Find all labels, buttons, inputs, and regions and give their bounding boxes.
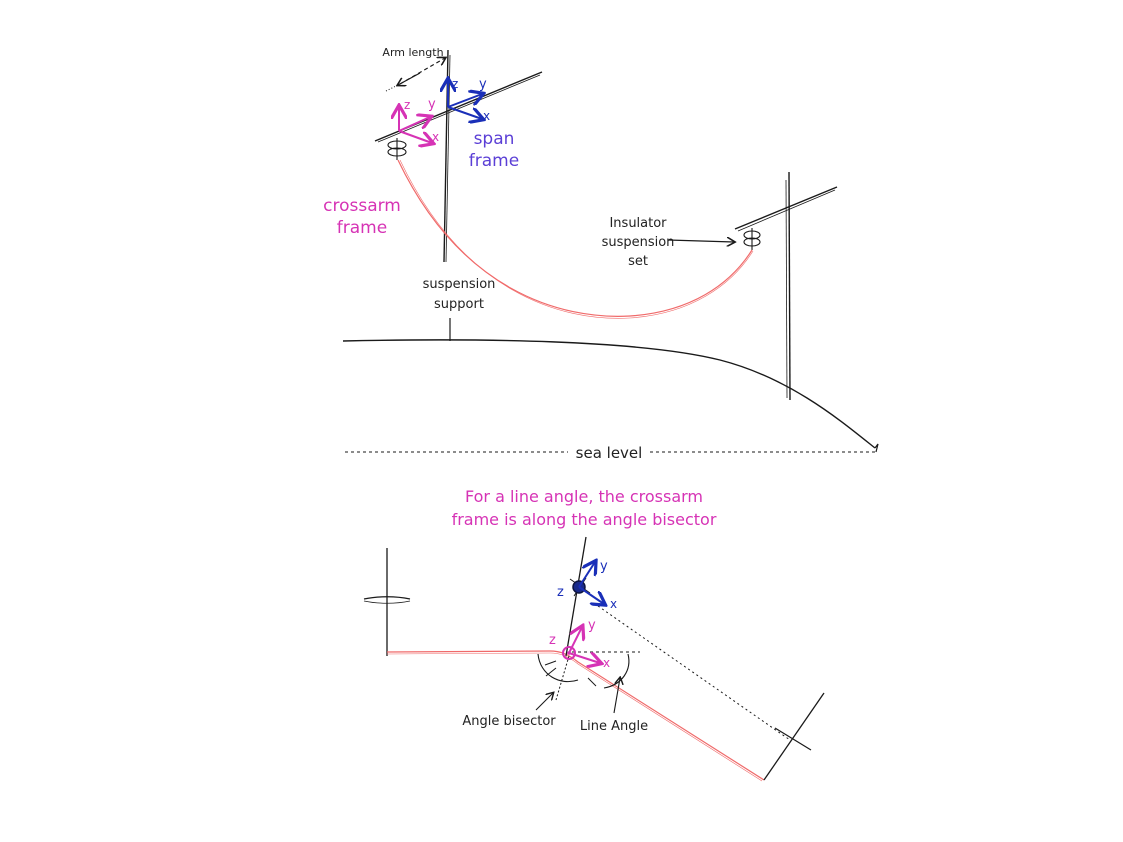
line-angle-label: Line Angle [580,719,648,734]
right-crossarm [734,186,838,230]
right-crossarm-2 [737,189,836,232]
angle-bisector-label: Angle bisector [462,714,556,729]
right-tower-pole-2 [785,179,788,399]
span-x-label: x [483,109,490,123]
span-bottom-x-label: x [610,597,617,611]
span-y-label: y [479,77,487,92]
bisector-arrow [535,693,553,711]
caption-line-1: For a line angle, the crossarm [465,487,703,506]
arm-length-dim-back [398,72,421,85]
insulator-label-3: set [628,254,648,269]
bisector-angle-arc [537,653,579,683]
conductor-span-2 [399,159,754,319]
bottom-conductor [386,650,765,781]
span-frame-label-1: span [474,129,515,149]
arm-length-label: Arm length [382,46,443,59]
caption-line-2: frame is along the angle bisector [452,510,717,529]
span-frame-axes-bottom: y x z [557,559,617,611]
crossarm-bottom-z-label: z [549,633,556,648]
arc-tick-2 [545,667,557,677]
crossarm-z-label: z [404,98,410,112]
suspension-support-label-1: suspension [423,277,496,292]
arc-tick-3 [587,677,597,687]
span-z-label: z [452,77,458,91]
span-bottom-z-label: z [557,585,564,600]
span-frame-axes-top: z y x [448,77,490,123]
sea-level-label: sea level [576,444,643,462]
ground-line [342,339,876,449]
crossarm-x-label: x [432,130,439,144]
bottom-right-arm [774,727,812,751]
span-dotted-line [597,605,791,741]
conductor-span [397,159,753,317]
bottom-right-pole [763,692,825,781]
arc-tick-1 [544,660,557,666]
insulator-label-2: suspension [602,235,675,250]
right-tower-pole [788,171,791,401]
span-bottom-y-label: y [600,559,608,574]
bisector-dashed [555,655,570,701]
ground-end-tick [874,443,879,453]
arm-length-dotted [385,84,399,92]
center-pole-line [565,536,587,657]
line-angle-arc [603,653,630,689]
crossarm-frame-axes-top: z y x [399,97,439,144]
insulator-arrow [667,240,734,242]
crossarm-bottom-x-label: x [603,656,610,670]
bottom-left-arm-2 [363,600,411,604]
crossarm-y-label: y [428,97,436,112]
crossarm-frame-axes-bottom: y x z [549,618,610,670]
crossarm-frame-label-1: crossarm [323,196,401,216]
line-angle-arrow [613,678,620,714]
bottom-left-arm [363,596,411,600]
suspension-support-label-2: support [434,297,484,312]
left-crossarm-2 [377,74,541,143]
bottom-conductor-2 [386,652,763,782]
crossarm-frame-label-2: frame [337,218,387,238]
crossarm-bottom-y-label: y [588,618,596,633]
insulator-label-1: Insulator [609,216,667,231]
span-frame-label-2: frame [469,151,519,171]
